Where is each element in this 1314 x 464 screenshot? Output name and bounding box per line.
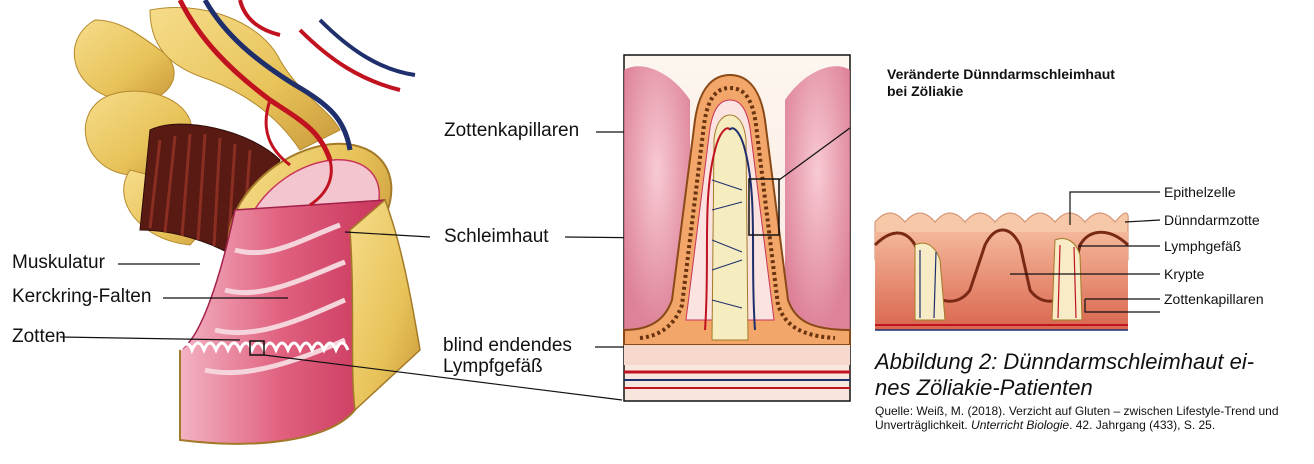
label-lymph-line2: Lympfgefäß xyxy=(443,356,543,378)
caption-line1: Abbildung 2: Dünndarmschleimhaut ei- xyxy=(875,349,1254,375)
label-zottenkapillaren: Zottenkapillaren xyxy=(444,120,579,142)
label-lymph-line1: blind endendes xyxy=(443,335,572,357)
label-lymphgefaess: Lymphgefäß xyxy=(1164,238,1241,254)
villus-magnified-panel xyxy=(624,55,850,401)
label-zotten: Zotten xyxy=(12,326,66,348)
title-line2: bei Zöliakie xyxy=(887,83,1115,100)
intestine-illustration xyxy=(74,0,420,444)
label-duenndarmzotte: Dünndarmzotte xyxy=(1164,212,1260,228)
source-citation: Quelle: Weiß, M. (2018). Verzicht auf Gl… xyxy=(875,404,1305,432)
label-kerckring-falten: Kerckring-Falten xyxy=(12,286,151,308)
label-epithelzelle: Epithelzelle xyxy=(1164,184,1236,200)
source-journal: Unterricht Biologie xyxy=(971,418,1069,432)
caption-line2: nes Zöliakie-Patienten xyxy=(875,375,1254,401)
title-line1: Veränderte Dünndarmschleimhaut xyxy=(887,66,1115,83)
label-muskulatur: Muskulatur xyxy=(12,252,105,274)
right-figure-title: Veränderte Dünndarmschleimhaut bei Zölia… xyxy=(887,66,1115,100)
figure-caption: Abbildung 2: Dünndarmschleimhaut ei- nes… xyxy=(875,349,1254,401)
label-zottenkapillaren-right: Zottenkapillaren xyxy=(1164,291,1264,307)
label-krypte: Krypte xyxy=(1164,266,1204,282)
source-suffix: . 42. Jahrgang (433), S. 25. xyxy=(1069,418,1215,432)
celiac-mucosa-illustration xyxy=(875,192,1160,345)
label-schleimhaut: Schleimhaut xyxy=(444,226,549,248)
